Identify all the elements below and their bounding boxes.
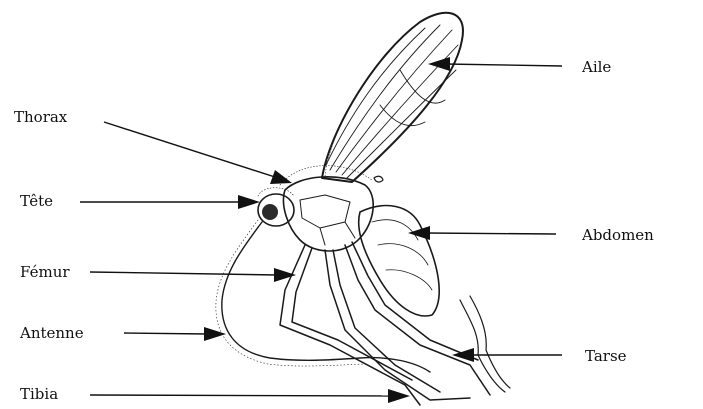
label-tete: Tête <box>20 192 53 210</box>
label-abdomen: Abdomen <box>581 226 654 244</box>
wing <box>322 13 463 182</box>
label-antenne: Antenne <box>19 324 84 342</box>
antenna <box>216 220 430 372</box>
label-aile: Aile <box>581 58 611 76</box>
head <box>258 188 294 226</box>
insect-illustration <box>216 13 510 405</box>
label-femur: Fémur <box>20 263 70 281</box>
legs <box>280 176 510 405</box>
compound-eye <box>262 204 278 220</box>
label-thorax: Thorax <box>14 108 68 126</box>
label-tibia: Tibia <box>20 385 58 403</box>
label-tarse: Tarse <box>585 347 627 365</box>
labels: Aile Thorax Tête Abdomen Fémur Antenne T… <box>14 58 654 403</box>
